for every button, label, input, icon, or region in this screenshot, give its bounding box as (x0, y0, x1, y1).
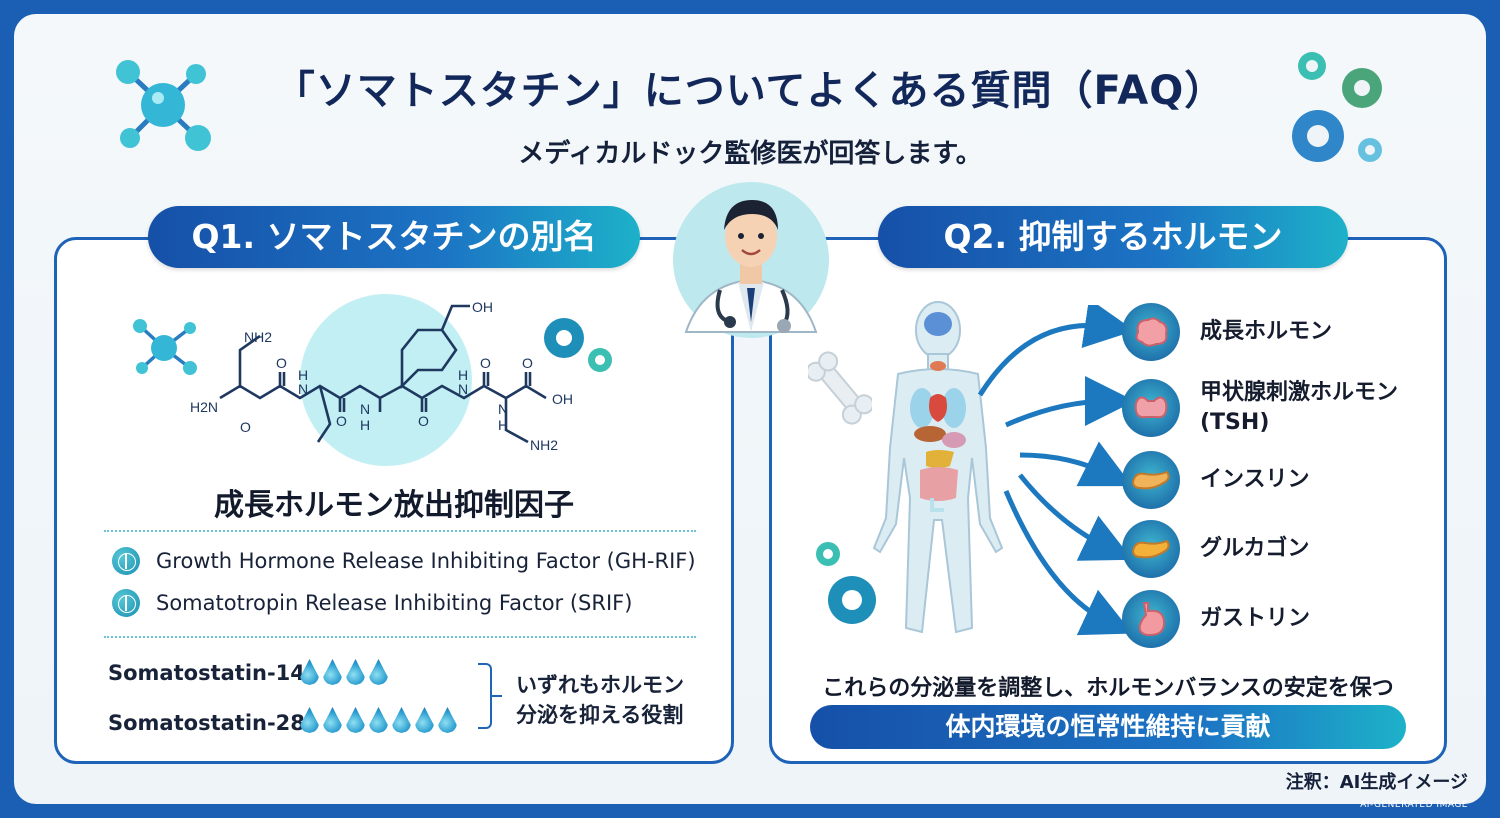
brain-icon (1135, 317, 1168, 347)
ai-generated-tag: AI-GENERATED IMAGE (1360, 800, 1468, 810)
molecule-label: O (276, 355, 287, 371)
hormone-abbr: (TSH) (1200, 410, 1270, 435)
hormone-name: 成長ホルモン (1200, 319, 1333, 344)
hormone-item-growth: 成長ホルモン (1122, 303, 1332, 361)
molecule-label: O (480, 355, 491, 371)
molecule-label: H2N (190, 399, 218, 415)
droplet-icon (369, 659, 388, 685)
pancreas-icon (1131, 470, 1170, 490)
japanese-name: 成長ホルモン放出抑制因子 (214, 488, 574, 523)
somatostatin-28-label: Somatostatin-28 (108, 711, 305, 735)
droplet-icon (323, 707, 342, 733)
droplet-icon (323, 659, 342, 685)
droplet-icon (438, 707, 457, 733)
ai-note: 注釈：AI生成イメージ (1285, 772, 1468, 793)
droplet-icon (369, 707, 388, 733)
arrows (977, 305, 1130, 636)
molecule-label: N (498, 401, 508, 417)
hormone-name: 甲状腺刺激ホルモン (1200, 380, 1399, 405)
molecule-label: OH (552, 391, 573, 407)
molecule-label: O (522, 355, 533, 371)
drop-group (300, 707, 457, 733)
page-title: 「ソマトスタチン」についてよくある質問（FAQ） (274, 68, 1226, 114)
q2-heading: Q2. 抑制するホルモン (878, 206, 1348, 268)
q1-heading: Q1. ソマトスタチンの別名 (148, 206, 640, 268)
bone-icon (808, 351, 872, 425)
hormone-name: グルカゴン (1200, 536, 1310, 561)
hormone-icon-wrap (1122, 520, 1180, 578)
droplet-icon (300, 707, 319, 733)
role-note-line: 分泌を抑える役割 (516, 703, 684, 727)
hormone-item-gastrin: ガストリン (1122, 590, 1310, 648)
molecule-label: OH (472, 299, 493, 315)
gear-icon (816, 542, 876, 624)
molecule-label: H (360, 417, 370, 433)
divider (104, 636, 696, 638)
english-name: Somatotropin Release Inhibiting Factor (… (156, 591, 633, 615)
hormone-item-tsh: 甲状腺刺激ホルモン (TSH) (1122, 378, 1398, 438)
contribution-banner: 体内環境の恒常性維持に貢献 (810, 705, 1406, 749)
hormone-icon-wrap (1122, 303, 1180, 361)
molecule-label: NH2 (244, 329, 272, 345)
molecule-label: H (298, 367, 308, 383)
molecule-label: O (336, 413, 347, 429)
hormone-name: インスリン (1200, 467, 1310, 492)
somatostatin-14-label: Somatostatin-14 (108, 661, 305, 685)
role-note-line: いずれもホルモン (516, 673, 684, 697)
english-name-row: Somatotropin Release Inhibiting Factor (… (112, 588, 632, 618)
doctor-avatar (673, 182, 829, 338)
molecule-label: H (458, 367, 468, 383)
gear-icon (1292, 52, 1382, 162)
molecule-label: O (240, 419, 251, 435)
human-body-illustration (872, 301, 1004, 634)
balance-text: これらの分泌量を調整し、ホルモンバランスの安定を保つ (822, 676, 1394, 701)
brace-tip (492, 695, 502, 697)
hormone-icon-wrap (1122, 590, 1180, 648)
hormone-label: 甲状腺刺激ホルモン (TSH) (1200, 378, 1398, 438)
droplet-icon (392, 707, 411, 733)
somatostatin-molecule: NH2 H2N O O H N O N H O OH H N O N H O O… (190, 294, 573, 466)
molecule-label: N (360, 401, 370, 417)
gear-icon (544, 318, 612, 372)
english-name: Growth Hormone Release Inhibiting Factor… (156, 549, 696, 573)
hormone-label: ガストリン (1200, 604, 1310, 634)
page-subtitle: メディカルドック監修医が回答します。 (518, 139, 982, 169)
hormone-label: インスリン (1200, 465, 1310, 495)
english-name-row: Growth Hormone Release Inhibiting Factor… (112, 546, 696, 576)
hormone-item-insulin: インスリン (1122, 451, 1310, 509)
molecule-label: O (418, 413, 429, 429)
droplet-icon (346, 707, 365, 733)
hormone-label: 成長ホルモン (1200, 317, 1332, 347)
thyroid-icon (1134, 396, 1168, 419)
globe-icon (112, 589, 140, 617)
drop-group (300, 659, 388, 685)
globe-icon (112, 547, 140, 575)
molecule-label: NH2 (530, 437, 558, 453)
hormone-name: ガストリン (1200, 606, 1311, 631)
divider (104, 530, 696, 532)
hormone-item-glucagon: グルカゴン (1122, 520, 1309, 578)
droplet-icon (346, 659, 365, 685)
hormone-label: グルカゴン (1200, 534, 1309, 564)
hormone-icon-wrap (1122, 451, 1180, 509)
molecule-label: N (458, 381, 468, 397)
pancreas-icon (1131, 539, 1170, 559)
hormone-icon-wrap (1122, 379, 1180, 437)
molecule-icon (133, 319, 197, 375)
brace (478, 663, 492, 729)
droplet-icon (300, 659, 319, 685)
role-note: いずれもホルモン 分泌を抑える役割 (516, 670, 684, 730)
molecule-label: N (298, 381, 308, 397)
stomach-icon (1138, 602, 1166, 637)
droplet-icon (415, 707, 434, 733)
molecule-label: H (498, 417, 508, 433)
molecule-icon (116, 60, 211, 151)
